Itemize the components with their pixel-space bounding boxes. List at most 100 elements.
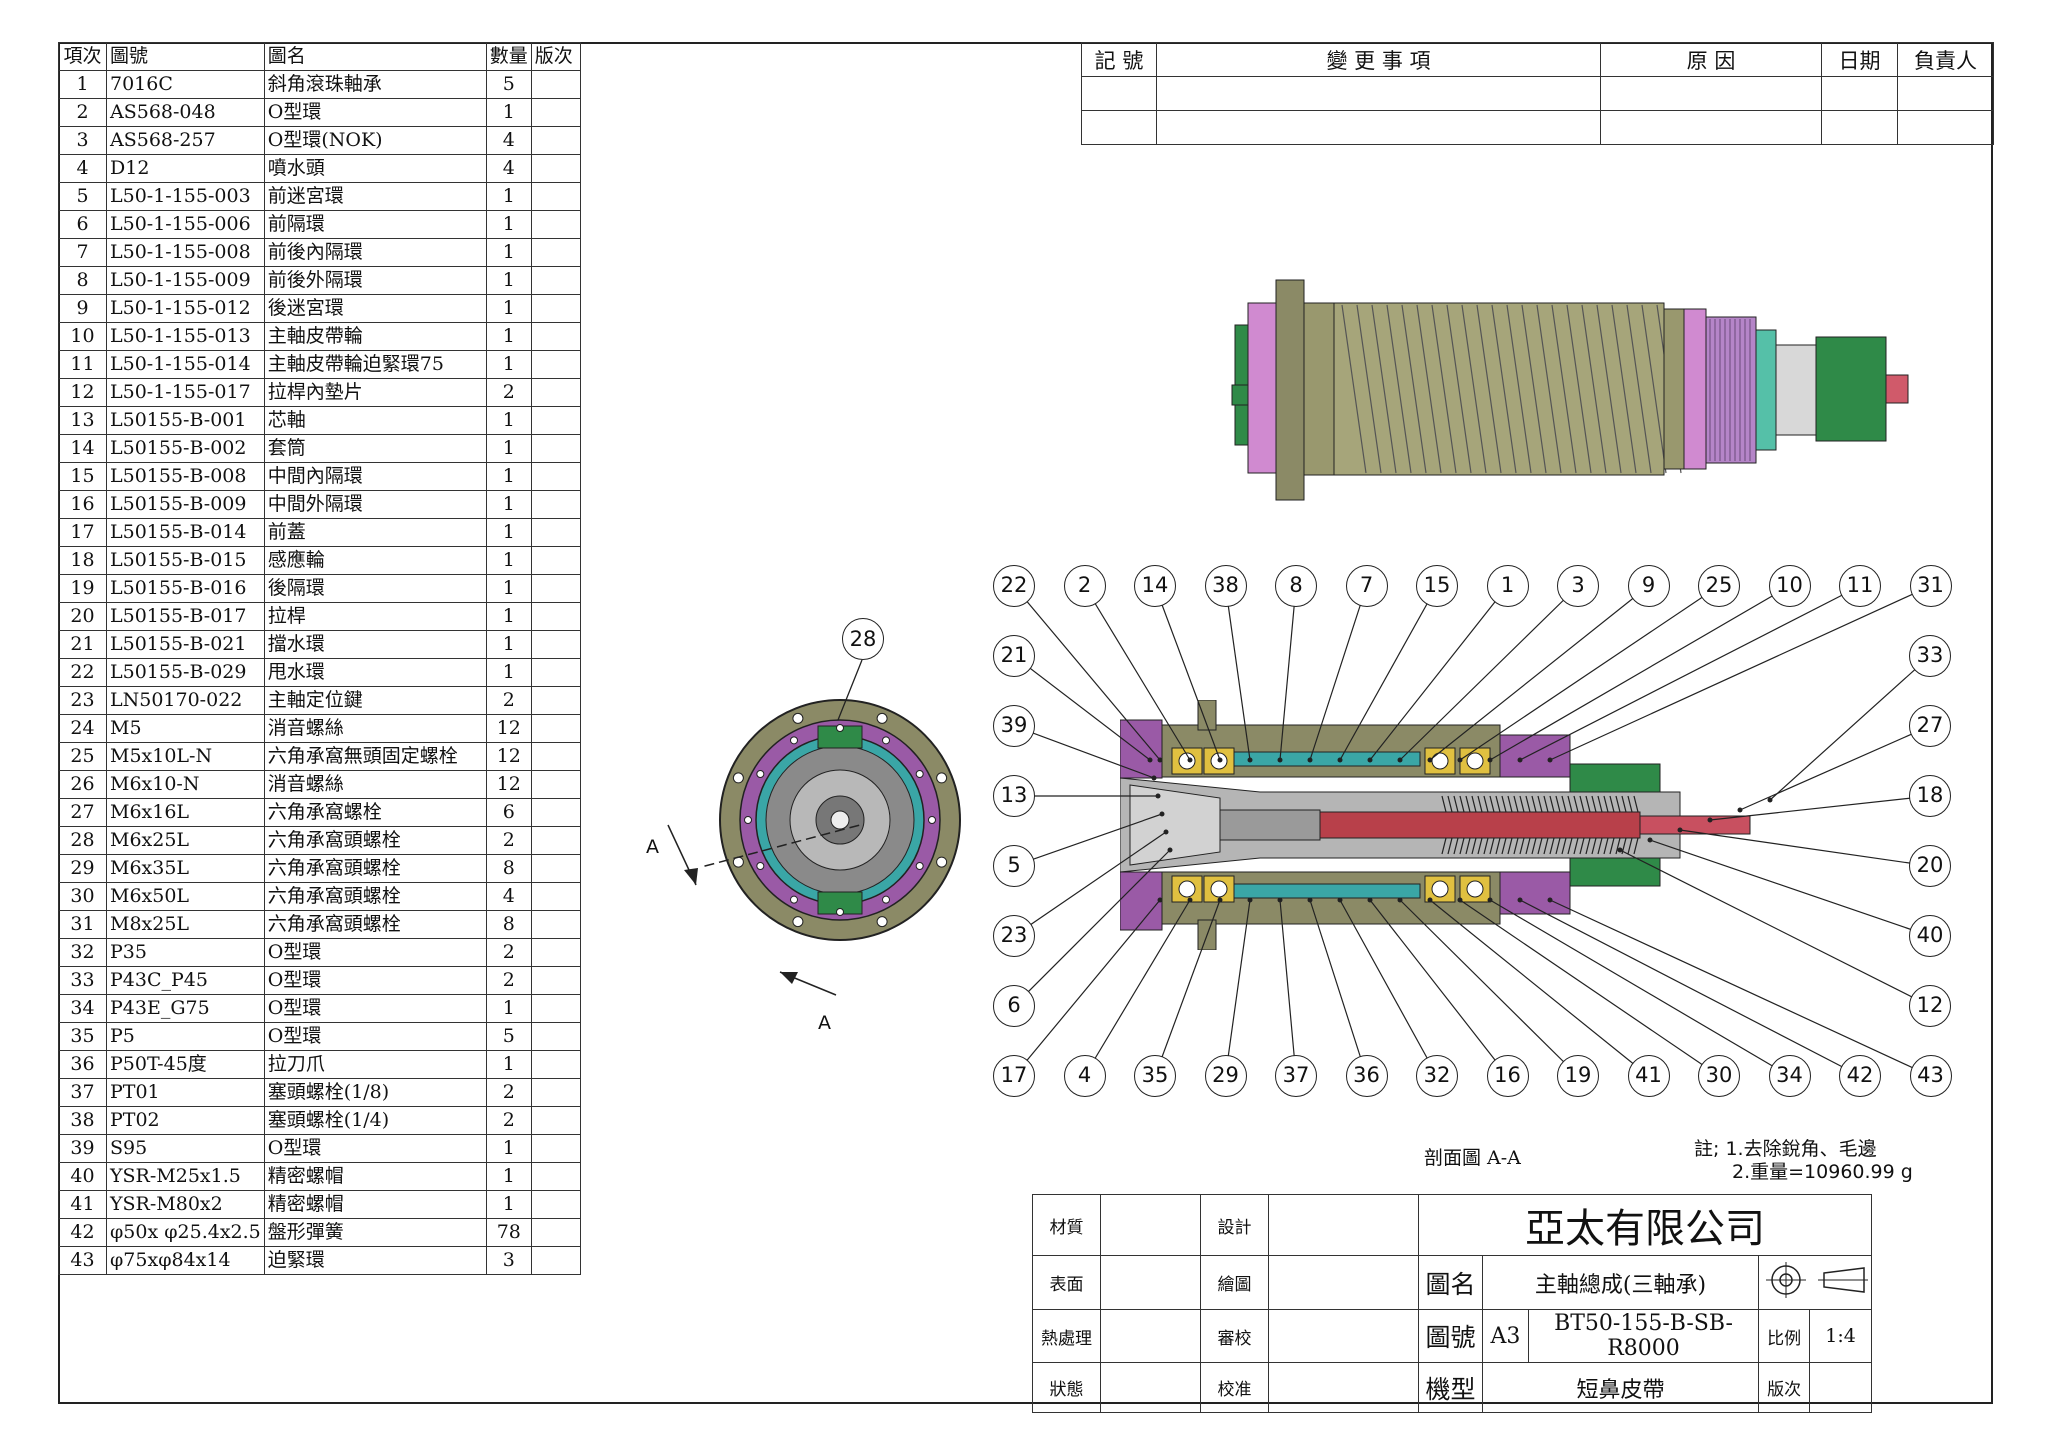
groove-line bbox=[1386, 304, 1412, 474]
balloon-39: 39 bbox=[993, 705, 1035, 747]
leader-dot bbox=[1487, 897, 1493, 903]
leader-line bbox=[1013, 725, 1155, 779]
bom-header-code: 圖號 bbox=[106, 42, 265, 71]
bom-cell-no: 40 bbox=[58, 1162, 107, 1191]
leader-line bbox=[1013, 585, 1161, 761]
section-marker-upper: A bbox=[646, 836, 659, 858]
bom-cell-qty: 4 bbox=[485, 126, 532, 155]
bom-cell-no: 12 bbox=[58, 378, 107, 407]
bom-cell-code: L50155-B-029 bbox=[106, 658, 265, 687]
bom-cell-name: 六角承窩頭螺栓 bbox=[263, 826, 487, 855]
spring-disc bbox=[1585, 795, 1591, 813]
bom-cell-qty: 1 bbox=[485, 322, 532, 351]
bom-cell-code: L50-1-155-003 bbox=[106, 182, 265, 211]
bom-cell-code: P43E_G75 bbox=[106, 994, 265, 1023]
spring-disc bbox=[1597, 795, 1603, 813]
tb-status-label: 狀態 bbox=[1032, 1362, 1101, 1413]
leader-dot bbox=[1547, 757, 1553, 763]
spring-disc bbox=[1573, 795, 1579, 813]
leader-dot bbox=[1427, 757, 1433, 763]
drawbar-collet bbox=[1219, 809, 1321, 841]
bom-cell-name: 塞頭螺栓(1/4) bbox=[263, 1106, 487, 1135]
center-hole bbox=[830, 810, 850, 830]
bom-cell-code: L50155-B-015 bbox=[106, 546, 265, 575]
bom-cell-name: O型環 bbox=[263, 938, 487, 967]
section-marker-lower: A bbox=[818, 1012, 831, 1034]
bom-cell-qty: 1 bbox=[485, 238, 532, 267]
leader-line bbox=[1549, 585, 1931, 761]
leader-dot bbox=[1187, 757, 1193, 763]
draw-bar-tail bbox=[1639, 815, 1751, 835]
front-cover-lower bbox=[1120, 871, 1163, 931]
screw-hole bbox=[756, 862, 765, 870]
tb-no-value: BT50-155-B-SB-R8000 bbox=[1528, 1309, 1759, 1363]
bom-cell-code: L50-1-155-006 bbox=[106, 210, 265, 239]
leader-line bbox=[1709, 795, 1931, 821]
bom-cell-qty: 12 bbox=[485, 742, 532, 771]
bom-cell-code: L50155-B-017 bbox=[106, 602, 265, 631]
tb-company: 亞太有限公司 bbox=[1418, 1194, 1872, 1256]
spring-disc bbox=[1579, 837, 1585, 855]
spring-disc bbox=[1573, 837, 1579, 855]
spring-disc bbox=[1507, 795, 1513, 813]
leader-dot bbox=[1397, 757, 1403, 763]
leader-dot bbox=[1247, 897, 1253, 903]
bearing-ball bbox=[1210, 880, 1228, 898]
bom-cell-rev bbox=[530, 98, 581, 127]
bom-cell-no: 6 bbox=[58, 210, 107, 239]
spring-disc bbox=[1561, 837, 1567, 855]
leader-line bbox=[1399, 899, 1579, 1077]
tb-no-label: 圖號 bbox=[1418, 1309, 1483, 1363]
bom-cell-code: L50155-B-016 bbox=[106, 574, 265, 603]
balloon-36: 36 bbox=[1345, 1055, 1388, 1097]
balloon-3: 3 bbox=[1557, 565, 1599, 607]
cooling-grooves bbox=[1341, 304, 1682, 474]
spring-disc bbox=[1627, 837, 1633, 855]
leader-line bbox=[1339, 899, 1438, 1077]
groove-line bbox=[1461, 304, 1487, 474]
bom-cell-name: 前後外隔環 bbox=[263, 266, 487, 295]
leader-line bbox=[1619, 849, 1931, 1007]
leader-line bbox=[1739, 725, 1931, 811]
leader-line bbox=[1083, 585, 1191, 761]
bom-cell-name: 精密螺帽 bbox=[263, 1190, 487, 1219]
screw-hole bbox=[915, 770, 924, 778]
bom-cell-no: 9 bbox=[58, 294, 107, 323]
bom-cell-no: 14 bbox=[58, 434, 107, 463]
bom-cell-rev bbox=[530, 322, 581, 351]
spring-disc bbox=[1525, 795, 1531, 813]
revision-row bbox=[1081, 110, 1994, 145]
balloon-1: 1 bbox=[1486, 565, 1529, 607]
balloon-7: 7 bbox=[1345, 565, 1388, 607]
groove-line bbox=[1536, 304, 1562, 474]
bom-cell-code: YSR-M80x2 bbox=[106, 1190, 265, 1219]
spring-disc bbox=[1495, 837, 1501, 855]
bolt-hole bbox=[876, 712, 888, 724]
leader-dot bbox=[1159, 811, 1165, 817]
bom-cell-code: L50-1-155-014 bbox=[106, 350, 265, 379]
front-cover bbox=[1247, 302, 1277, 474]
leader-dot bbox=[1547, 897, 1553, 903]
arrow-head bbox=[780, 972, 798, 984]
leader-line bbox=[1369, 585, 1508, 761]
balloon-16: 16 bbox=[1486, 1055, 1529, 1097]
groove-line bbox=[1521, 304, 1547, 474]
tb-symbols bbox=[1758, 1255, 1872, 1310]
balloon-21: 21 bbox=[993, 635, 1035, 677]
spring-disc bbox=[1483, 795, 1489, 813]
bom-cell-name: 六角承窩頭螺栓 bbox=[263, 854, 487, 883]
balloon-22: 22 bbox=[993, 565, 1035, 607]
bolt-holes bbox=[732, 712, 948, 928]
leader-line bbox=[1013, 655, 1151, 761]
leader-dot bbox=[1147, 757, 1153, 763]
bom-cell-rev bbox=[530, 910, 581, 939]
spring-disc bbox=[1519, 795, 1525, 813]
bom-cell-qty: 1 bbox=[485, 630, 532, 659]
spring-disc bbox=[1459, 795, 1465, 813]
bom-cell-code: L50-1-155-008 bbox=[106, 238, 265, 267]
